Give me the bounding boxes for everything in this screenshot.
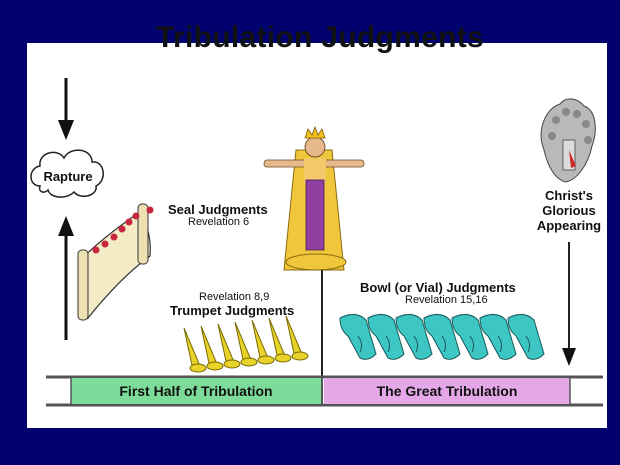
appearing-line-2: Glorious <box>527 203 611 218</box>
arrow-up-icon <box>58 216 74 340</box>
seal-judgments-ref: Revelation 6 <box>188 216 249 228</box>
saints-cloud-icon <box>541 99 595 182</box>
page-title: Tribulation Judgments <box>0 21 620 55</box>
great-tribulation-label: The Great Tribulation <box>324 383 570 399</box>
appearing-line-1: Christ's <box>527 188 611 203</box>
trumpet-group <box>184 316 308 372</box>
bowl-group <box>340 314 544 359</box>
trumpet-icon <box>286 316 308 360</box>
bowl-judgments-title: Bowl (or Vial) Judgments <box>360 280 516 295</box>
arrow-down-icon <box>58 78 74 140</box>
scroll-icon <box>78 204 154 320</box>
rapture-label: Rapture <box>38 169 98 184</box>
christs-appearing-label: Christ's Glorious Appearing <box>527 188 611 233</box>
bowl-judgments-ref: Revelation 15,16 <box>405 294 488 306</box>
seal-judgments-title: Seal Judgments <box>168 202 268 217</box>
appearing-line-3: Appearing <box>527 218 611 233</box>
appearing-arrow-icon <box>562 242 576 366</box>
trumpet-judgments-title: Trumpet Judgments <box>170 303 294 318</box>
first-half-label: First Half of Tribulation <box>71 383 321 399</box>
trumpet-judgments-ref: Revelation 8,9 <box>199 291 269 303</box>
